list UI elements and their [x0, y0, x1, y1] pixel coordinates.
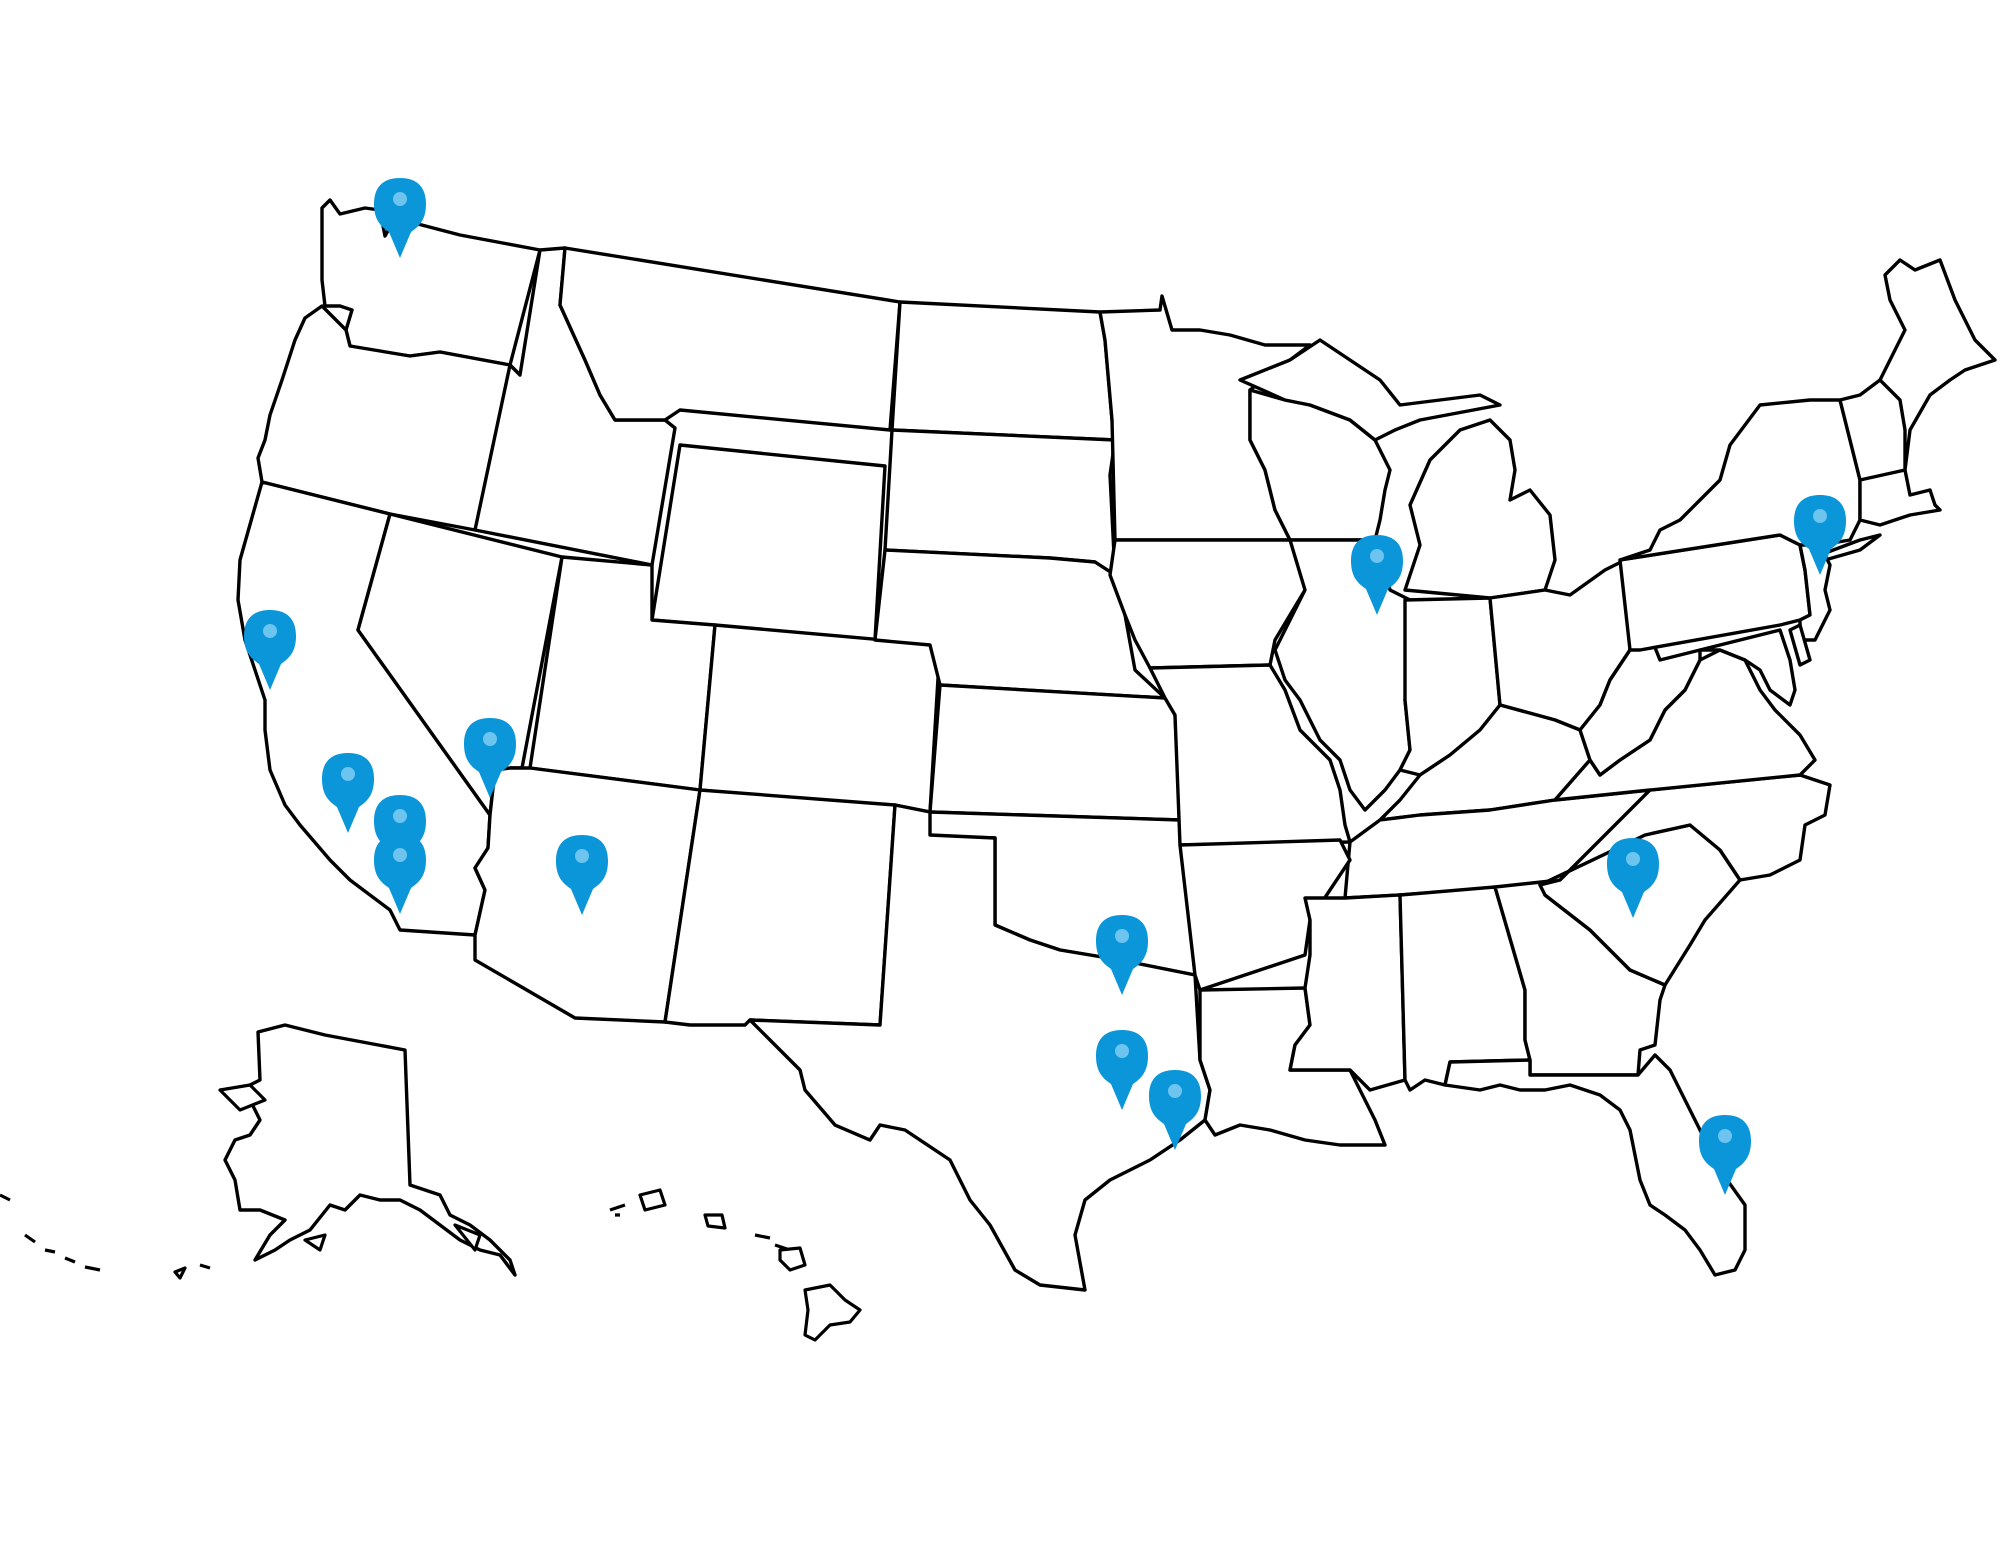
state-montana: [558, 246, 902, 432]
state-colorado: [698, 623, 942, 814]
state-boundaries: [236, 198, 1997, 1292]
state-delaware: [1788, 623, 1812, 667]
state-maryland: [1698, 628, 1797, 707]
state-wyoming: [650, 443, 887, 642]
state-new-england: [1838, 258, 1997, 527]
state-florida: [1443, 1053, 1747, 1277]
alaska: [0, 1023, 517, 1280]
state-missouri: [1148, 663, 1352, 847]
state-kansas: [928, 683, 1182, 822]
state-michigan: [1238, 338, 1557, 600]
hawaii: [609, 1188, 862, 1342]
state-new-mexico: [663, 788, 897, 1027]
state-texas: [748, 803, 1212, 1292]
state-west-virginia: [1578, 628, 1702, 777]
state-washington: [320, 198, 542, 367]
state-north-dakota: [890, 300, 1117, 442]
state-nebraska: [873, 548, 1167, 700]
